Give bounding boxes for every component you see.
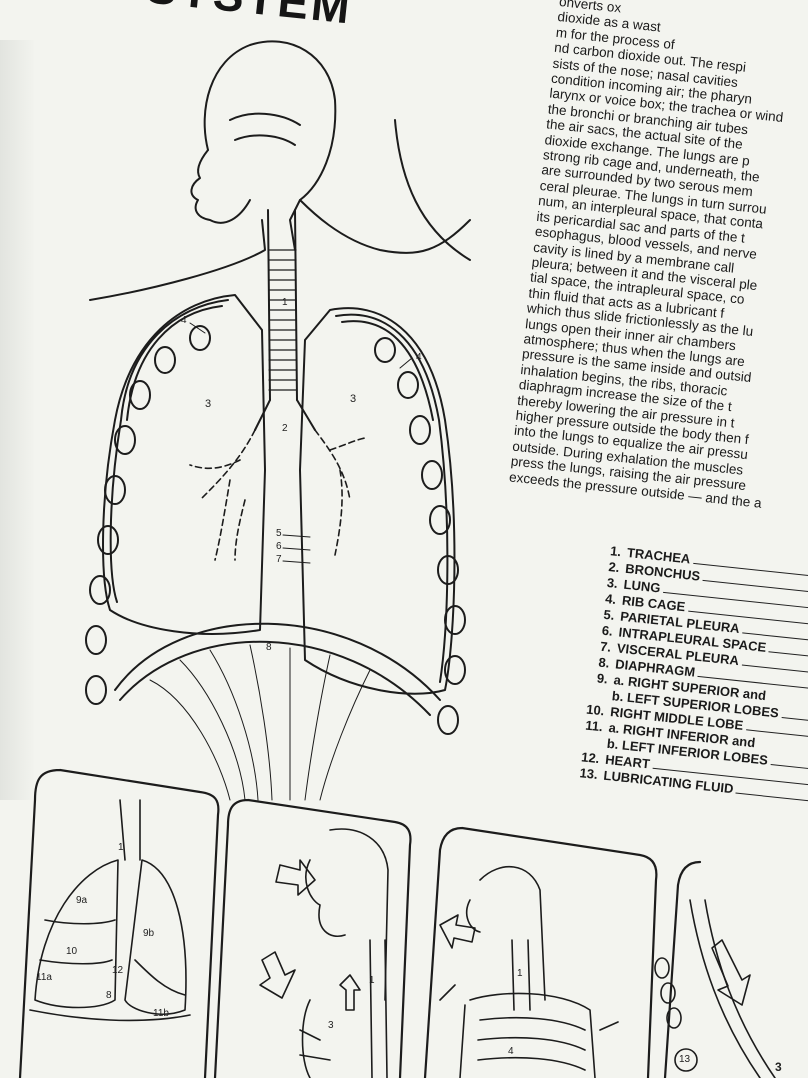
body-paragraph: onverts ox dioxide as a wast m for the p… [508,0,808,516]
label-p1-11b: 11b [153,1008,169,1019]
label-ribs-right: 4 [416,352,422,363]
legend-number: 7. [599,638,612,655]
label-p1-9a: 9a [76,895,88,906]
panel-3 [423,826,658,1078]
label-ribs-left: 4 [181,315,187,326]
legend-number: 3. [606,574,619,592]
panel-4 [663,860,702,1078]
panel-1 [18,768,220,1078]
legend-number: 8. [597,654,611,671]
label-p3-1: 1 [517,968,523,979]
label-p1-10: 10 [66,946,78,957]
legend-number [579,745,601,747]
legend-number: 11. [584,717,604,735]
parts-legend: 1.TRACHEA 2.BRONCHUS 3.LUNG 4.RIB CAGE 5… [575,542,808,808]
legend-number: 10. [585,701,606,719]
label-lung-right: 3 [350,393,357,405]
label-p4-13: 13 [679,1054,691,1065]
label-p2-1: 1 [369,975,375,986]
diaphragm [114,622,441,701]
legend-number: 5. [602,606,616,623]
label-p2-3: 3 [328,1020,334,1031]
right-lung [299,307,456,695]
label-intrapleural: 6 [276,541,282,552]
panel-2 [213,798,412,1078]
legend-number: 13. [578,765,599,782]
label-diaphragm: 8 [266,642,272,653]
label-p3-4: 4 [508,1046,514,1057]
head-outline [203,40,337,251]
label-p1-8: 8 [106,990,112,1001]
right-ribs [374,337,466,735]
page-edge [0,40,34,800]
legend-number: 6. [601,622,614,639]
trachea [267,209,298,401]
label-bronchus: 2 [282,423,288,434]
legend-number: 9. [596,670,609,687]
left-lung [102,294,266,635]
left-ribs [85,325,211,705]
legend-number: 2. [607,559,621,576]
label-visceral: 7 [276,554,282,565]
label-p1-11a: 11a [36,972,52,983]
label-lung-left: 3 [205,398,212,410]
legend-number: 12. [580,749,601,767]
label-trachea: 1 [282,297,288,308]
label-parietal: 5 [276,528,282,539]
label-p1-9b: 9b [143,928,155,939]
legend-number [584,697,606,699]
label-p1-12: 12 [112,965,124,976]
page-number: 3 [775,1060,782,1074]
label-p1-trachea: 1 [118,842,124,853]
legend-number: 1. [609,543,622,560]
legend-number: 4. [604,590,617,607]
